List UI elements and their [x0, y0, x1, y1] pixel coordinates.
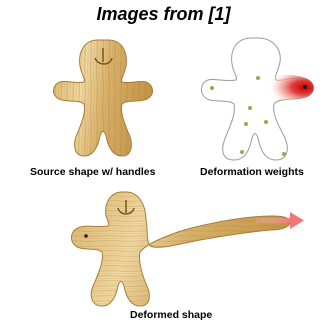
caption-source: Source shape w/ handles: [30, 166, 155, 178]
drag-arrow-shaft: [256, 218, 292, 223]
deformed-shape: [71, 192, 304, 306]
caption-deformed: Deformed shape: [130, 309, 212, 321]
weights-outline: [201, 38, 313, 160]
weights-handle-1: [256, 76, 260, 80]
weights-handle-5: [244, 122, 248, 126]
weights-handle-4: [264, 120, 268, 124]
source-shape: [53, 40, 152, 156]
weights-handle-3: [248, 106, 252, 110]
weights-handle-2: [210, 86, 214, 90]
weights-handle-7: [282, 152, 286, 156]
caption-weights: Deformation weights: [200, 166, 304, 178]
weights-shape: [201, 38, 313, 160]
weights-handle-6: [240, 150, 244, 154]
weights-handle-active: [303, 85, 307, 89]
deformed-handle: [84, 234, 88, 238]
drag-arrow-head: [290, 212, 304, 229]
